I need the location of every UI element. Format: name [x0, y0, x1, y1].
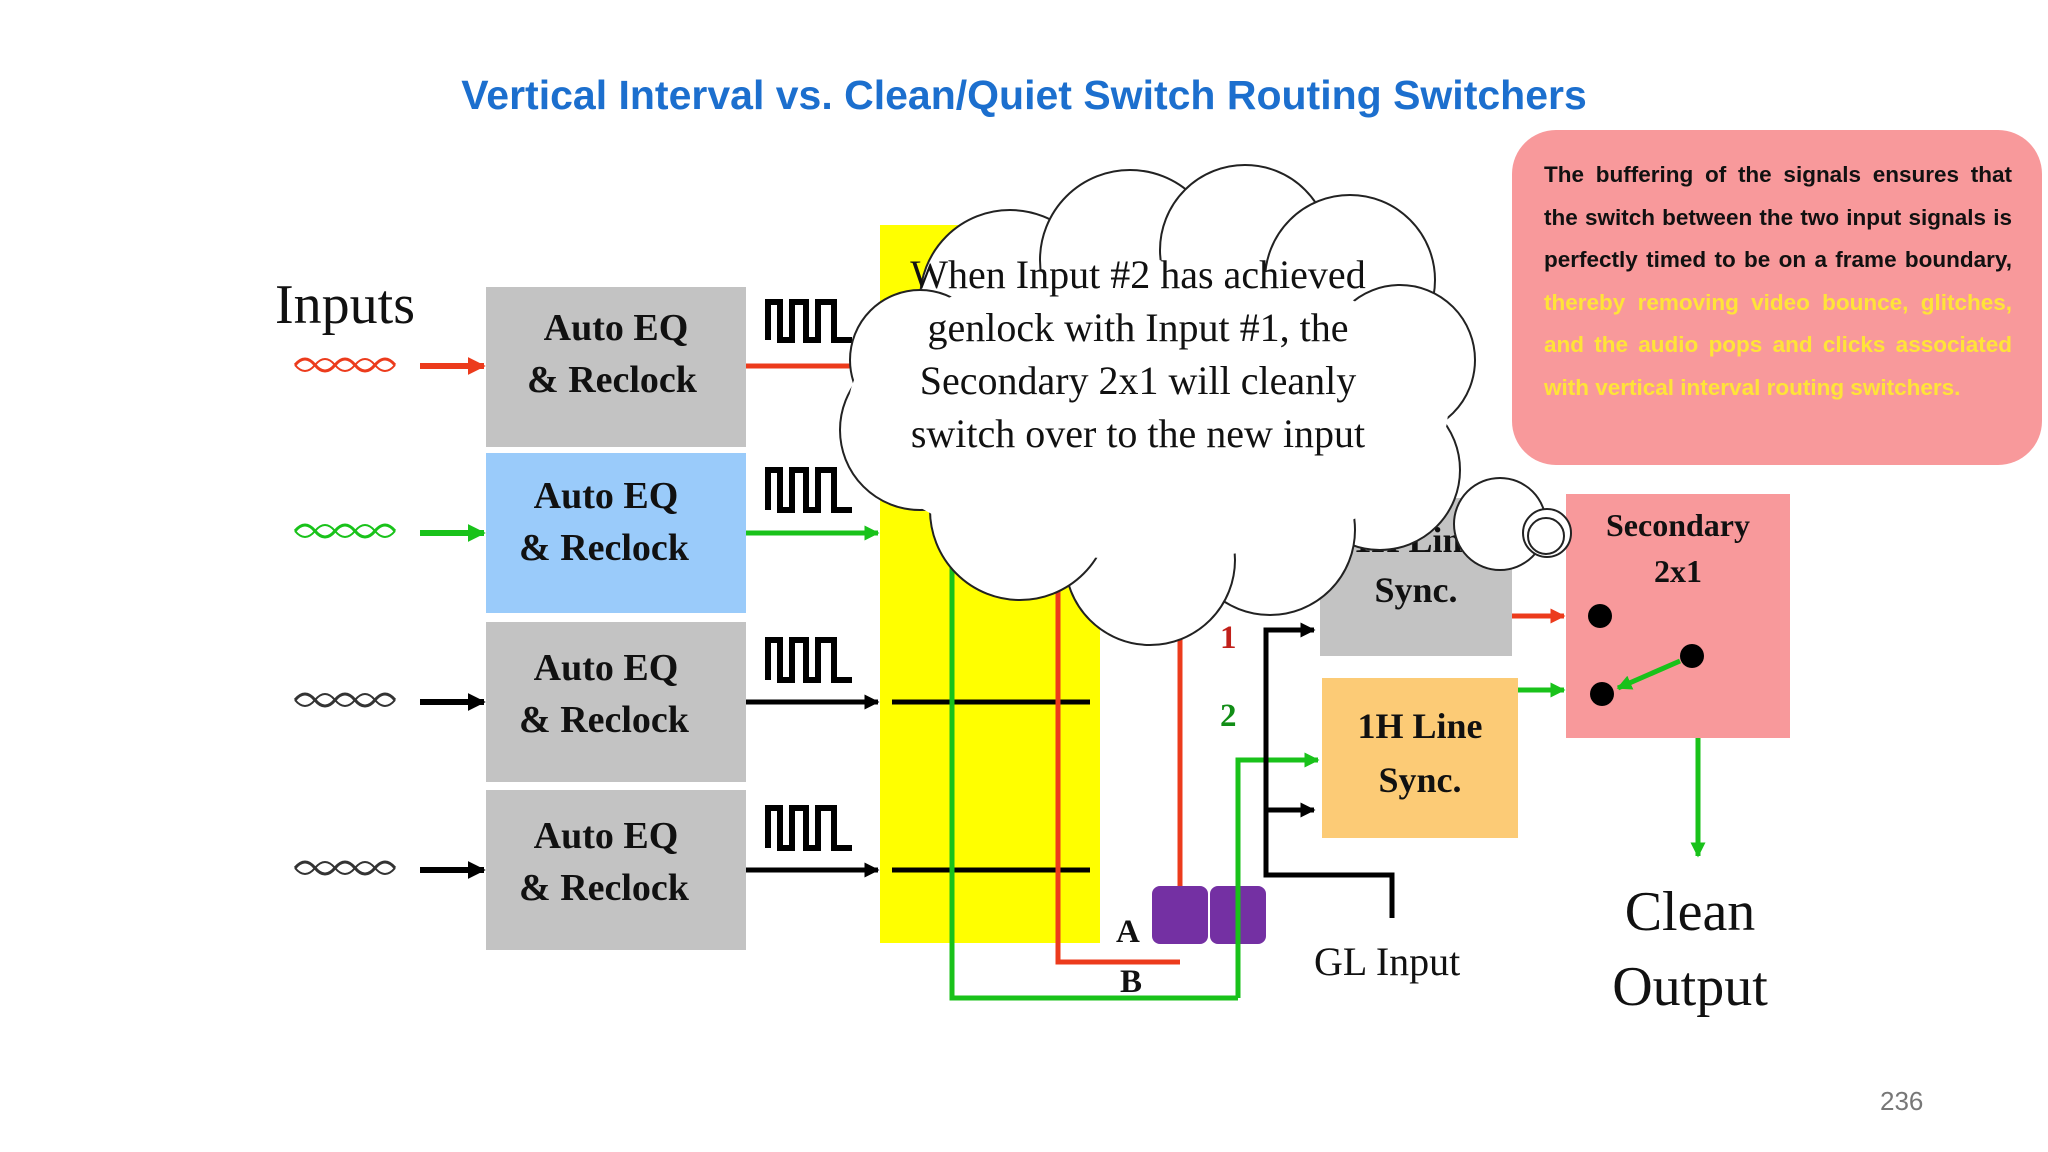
crosspoint-a	[1152, 886, 1208, 944]
thought-cloud	[839, 164, 1572, 646]
label-a: A	[1116, 914, 1140, 950]
line-sync-bottom-line1: 1H Line	[1357, 706, 1482, 746]
eq-block-1-line2: & Reclock	[527, 359, 698, 401]
eq-block-2-line2: & Reclock	[519, 527, 690, 569]
slide-number: 236	[1880, 1086, 1924, 1116]
cloud-text: When Input #2 has achieved genlock with …	[910, 252, 1366, 456]
eq-block-4-line1: Auto EQ	[534, 815, 679, 857]
input-cable-3	[293, 692, 397, 708]
callout-highlight: thereby removing video bounce, glitches,…	[1544, 289, 2012, 400]
eq-block-1-line1: Auto EQ	[544, 307, 689, 349]
bus-b-line	[949, 560, 1238, 1001]
label-b: B	[1120, 964, 1142, 1000]
callout-box: The buffering of the signals ensures tha…	[1512, 130, 2042, 465]
label-2: 2	[1220, 698, 1237, 734]
eq-block-1	[486, 287, 746, 447]
waveform-3	[765, 637, 852, 683]
secondary-line1: Secondary	[1606, 507, 1750, 543]
line-sync-bottom-line2: Sync.	[1378, 760, 1461, 800]
eq-block-3-line1: Auto EQ	[534, 647, 679, 689]
gl-input-label: GL Input	[1314, 939, 1460, 984]
clean-label: Clean	[1625, 881, 1756, 943]
slide-title: Vertical Interval vs. Clean/Quiet Switch…	[461, 72, 1587, 118]
eq-block-2	[486, 453, 746, 613]
inputs-label: Inputs	[275, 274, 415, 336]
gl-input-line	[1263, 622, 1395, 918]
secondary-line2: 2x1	[1654, 553, 1702, 589]
waveform-1	[765, 299, 852, 343]
input-cable-1	[293, 357, 397, 373]
switch-arm	[1616, 658, 1681, 691]
bus-a-line	[1055, 500, 1180, 965]
switch-pivot	[1680, 644, 1704, 668]
switch-contact-2	[1590, 682, 1614, 706]
crosspoint-b-out	[1235, 752, 1320, 998]
eq-block-3	[486, 622, 746, 782]
output-label: Output	[1612, 956, 1768, 1018]
label-1: 1	[1220, 620, 1237, 656]
waveform-2	[765, 467, 852, 513]
callout-text: The buffering of the signals ensures tha…	[1544, 162, 2012, 272]
switch-contact-1	[1588, 604, 1612, 628]
eq-block-4-line2: & Reclock	[519, 867, 690, 909]
line-sync-bottom	[1322, 678, 1518, 838]
eq-block-3-line2: & Reclock	[519, 699, 690, 741]
eq-block-4	[486, 790, 746, 950]
line-sync-top-line2: Sync.	[1374, 570, 1457, 610]
input-cable-4	[293, 860, 397, 876]
input-cable-2	[293, 523, 397, 539]
eq-block-2-line1: Auto EQ	[534, 475, 679, 517]
waveform-4	[765, 805, 852, 851]
